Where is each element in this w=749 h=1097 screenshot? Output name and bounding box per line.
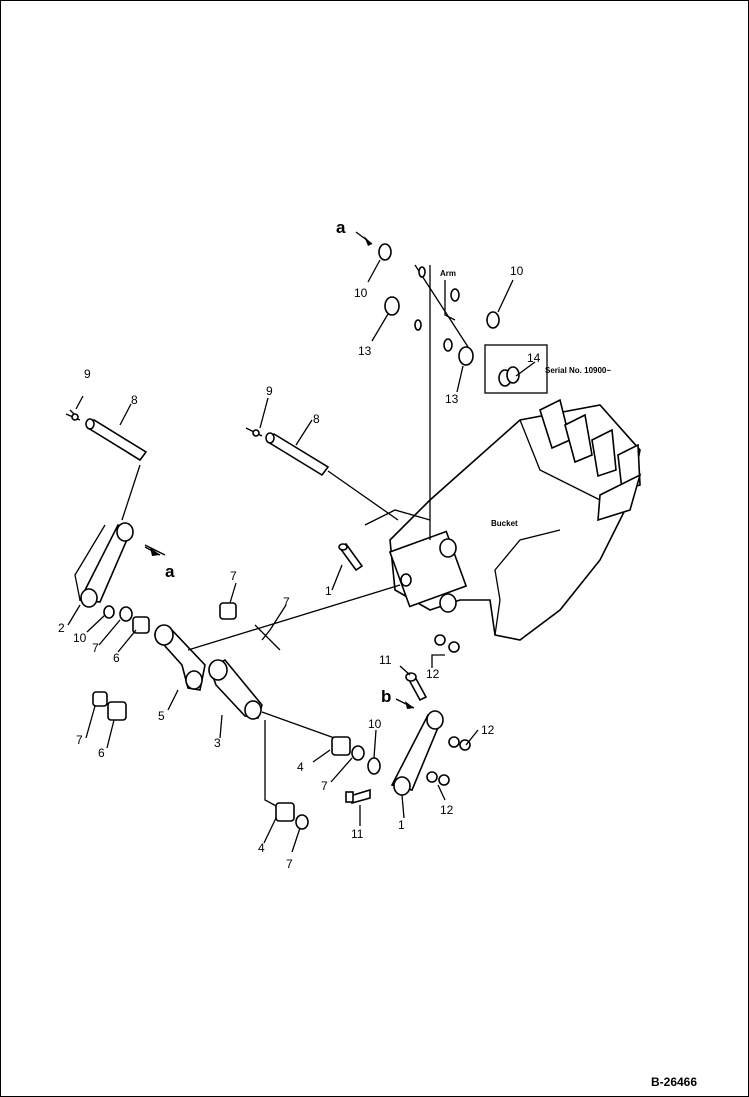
bushing-6-lower-left — [107, 701, 127, 721]
callout-2: 2 — [58, 621, 65, 635]
callout-8-right: 8 — [313, 412, 320, 426]
callout-13-left: 13 — [358, 344, 372, 358]
callout-10-center: 10 — [368, 717, 382, 731]
callout-13-right: 13 — [445, 392, 459, 406]
callout-1-link: 1 — [398, 818, 405, 832]
callout-10-top-right: 10 — [510, 264, 524, 278]
bushing-7-center — [219, 602, 237, 620]
component-labels: Arm Bucket Serial No. 10900~ — [440, 269, 611, 528]
callout-9-left: 9 — [84, 367, 91, 381]
callout-11-lower: 11 — [351, 827, 364, 841]
washer-10-top-left — [378, 243, 392, 261]
washer-7-left — [119, 606, 133, 622]
link-2 — [74, 464, 166, 608]
callout-7-center-mid: 7 — [283, 595, 290, 609]
callout-7-lower-left: 7 — [76, 733, 83, 747]
washer-10-center — [367, 757, 381, 775]
figure-number: B-26466 — [651, 1075, 697, 1089]
callout-6-lower-left: 6 — [98, 746, 105, 760]
callout-9-right: 9 — [266, 384, 273, 398]
callout-4-lower: 4 — [258, 841, 265, 855]
ref-b: b — [381, 687, 391, 706]
callout-14: 14 — [527, 351, 541, 365]
reference-letters: a a b — [165, 218, 391, 706]
callout-11-upper: 11 — [379, 653, 392, 667]
callout-1-bucket: 1 — [325, 584, 332, 598]
label-arm: Arm — [440, 269, 456, 278]
callout-8-left: 8 — [131, 393, 138, 407]
callout-6-left: 6 — [113, 651, 120, 665]
leader-lines — [67, 231, 536, 853]
bucket — [364, 398, 642, 641]
label-serial: Serial No. 10900~ — [545, 366, 611, 375]
ref-a-link: a — [165, 562, 175, 581]
callout-7-lower: 7 — [286, 857, 293, 871]
bucket-teeth — [539, 398, 642, 522]
shim-14-b — [506, 366, 520, 384]
bolt-11-upper — [405, 672, 428, 702]
callout-12-upper: 12 — [426, 667, 440, 681]
bolt-11-lower — [345, 788, 371, 804]
callout-5: 5 — [158, 709, 165, 723]
callout-10-top-left: 10 — [354, 286, 368, 300]
link-1 — [390, 710, 444, 796]
ref-a-top: a — [336, 218, 346, 237]
callout-7-center-top: 7 — [230, 569, 237, 583]
washer-7-lower-left — [92, 691, 108, 707]
bushing-6-left — [132, 616, 150, 634]
callout-4-upper: 4 — [297, 760, 304, 774]
callout-7-left: 7 — [92, 641, 99, 655]
callout-12-middle: 12 — [481, 723, 495, 737]
washer-7-lower — [295, 814, 309, 830]
ring-13-right — [458, 346, 474, 366]
label-bucket: Bucket — [491, 519, 518, 528]
ring-13-left — [384, 296, 400, 316]
washer-7-center — [351, 745, 365, 761]
callout-12-lower: 12 — [440, 803, 454, 817]
link-3 — [187, 584, 401, 809]
arm-pin-area — [378, 243, 548, 540]
callout-3: 3 — [214, 736, 221, 750]
bushing-4-upper — [331, 736, 351, 756]
nuts-12 — [426, 634, 471, 786]
washer-10-left — [103, 605, 115, 619]
callout-7-center-lower: 7 — [321, 779, 328, 793]
callout-numbers: 9 8 9 8 10 10 13 13 14 1 7 7 2 10 7 6 5 … — [58, 264, 541, 871]
bolt-1-bucket — [338, 542, 364, 572]
callout-10-left: 10 — [73, 631, 87, 645]
pin-8-left — [65, 409, 148, 462]
pin-8-right — [245, 427, 399, 521]
washer-10-top-right — [486, 311, 500, 329]
bushing-4-lower — [275, 802, 295, 822]
link-5 — [153, 624, 206, 691]
